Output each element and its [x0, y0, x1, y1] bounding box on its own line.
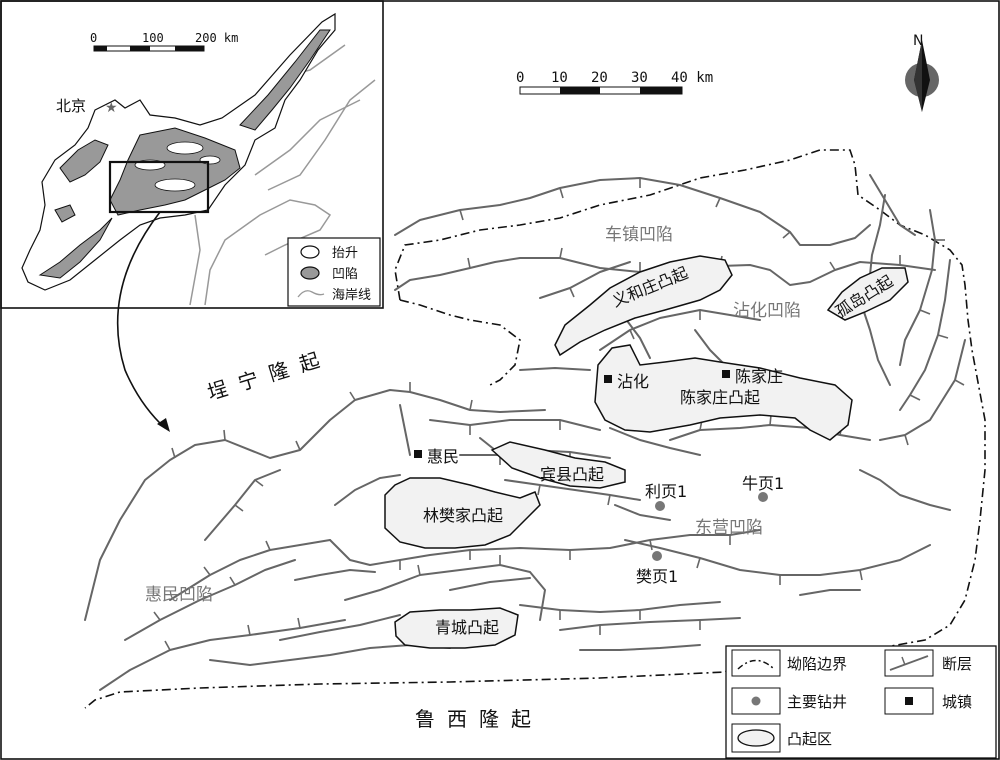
legend-coastline-symbol: [297, 290, 325, 298]
inset-sag-2: [109, 127, 241, 216]
rise-binxian: [490, 441, 626, 489]
north-label: N: [913, 33, 923, 49]
inset-legend: 抬升 凹陷 海岸线: [287, 237, 381, 307]
legend-boundary-symbol: [737, 659, 775, 670]
label-town-huimin: 惠民: [427, 447, 459, 466]
inset-scale-label-2: 200 km: [195, 31, 238, 45]
scale-label-3: 30: [631, 70, 648, 86]
depression-boundary: [84, 149, 986, 709]
inset-frame: [0, 0, 384, 309]
inset-city-label: 北京: [56, 97, 86, 115]
label-huimin-sag: 惠民凹陷: [145, 585, 213, 605]
legend-rise-symbol: [737, 729, 775, 747]
well-marker-fanye1: [652, 551, 662, 561]
depression-boundary-inner: [399, 299, 521, 386]
legend-label-fault: 断层: [942, 655, 972, 673]
label-binxian-rise: 宾县凸起: [540, 465, 604, 484]
inset-coastline: [189, 44, 376, 306]
rise-chenjiazhuang: [594, 344, 853, 441]
legend-label-town: 城镇: [942, 693, 972, 711]
label-town-chenjiazhuang: 陈家庄: [735, 367, 783, 386]
label-chezhen-sag: 车镇凹陷: [605, 225, 673, 245]
label-zhanhua-sag: 沾化凹陷: [733, 301, 801, 321]
legend-well-symbol: [751, 696, 761, 706]
beijing-star-icon: ★: [105, 100, 118, 116]
town-marker-huimin: [414, 450, 422, 458]
label-chenjiazhuang-rise: 陈家庄凸起: [680, 388, 760, 407]
scale-bar: 0 10 20 30 40 km: [516, 70, 713, 95]
legend-label-well: 主要钻井: [787, 693, 847, 711]
well-marker-liye1: [655, 501, 665, 511]
inset-legend-label-sag: 凹陷: [332, 267, 358, 282]
scale-label-2: 20: [591, 70, 608, 86]
label-dongying-sag: 东营凹陷: [695, 518, 763, 538]
legend-fault-symbol: [889, 655, 929, 671]
inset-callout-arrow: [116, 211, 166, 429]
inset-scale-label-0: 0: [90, 31, 97, 45]
label-chengning-uplift: 埕宁隆起: [204, 344, 333, 404]
rises: [384, 255, 909, 649]
inset-sag-1: [239, 29, 331, 131]
legend-label-boundary: 坳陷边界: [787, 655, 847, 673]
scale-label-1: 10: [551, 70, 568, 86]
inset-sag-3: [38, 217, 113, 279]
town-marker-chenjiazhuang: [722, 370, 730, 378]
label-well-fanye1: 樊页1: [636, 567, 678, 586]
scale-label-4: 40 km: [671, 70, 713, 86]
rise-qingcheng: [394, 607, 519, 649]
rise-linfanjia: [384, 477, 541, 549]
label-well-liye1: 利页1: [645, 482, 687, 501]
inset-sag-4: [59, 139, 109, 183]
legend: 坳陷边界 断层 主要钻井 城镇 凸起区: [725, 645, 997, 759]
label-luxi-uplift: 鲁西隆起: [415, 707, 543, 731]
town-marker-zhanhua: [604, 375, 612, 383]
legend-uplift-symbol: [300, 245, 320, 259]
label-linfanjia-rise: 林樊家凸起: [423, 506, 503, 525]
rise-gudao: [826, 267, 909, 321]
inset-scale-label-1: 100: [142, 31, 164, 45]
legend-sag-symbol: [300, 266, 320, 280]
north-arrow-icon: N: [905, 33, 939, 112]
arrow-head-icon: [157, 418, 170, 432]
scale-label-0: 0: [516, 70, 524, 86]
inset-scale-bar: 0 100 200 km: [90, 31, 238, 52]
legend-label-rise: 凸起区: [787, 730, 832, 748]
label-well-niuye1: 牛页1: [742, 474, 784, 493]
legend-town-symbol: [905, 697, 913, 705]
inset-map: 0 100 200 km 北京 ★ 抬升 凹陷 海岸线: [0, 0, 384, 309]
fault-ticks: [153, 178, 965, 651]
inset-legend-label-coastline: 海岸线: [332, 288, 371, 303]
inset-legend-label-uplift: 抬升: [332, 246, 358, 261]
rise-yihezhuang: [554, 255, 733, 357]
inset-sag-5: [54, 204, 76, 223]
label-qingcheng-rise: 青城凸起: [435, 618, 499, 637]
label-town-zhanhua: 沾化: [617, 372, 649, 391]
well-marker-niuye1: [758, 492, 768, 502]
